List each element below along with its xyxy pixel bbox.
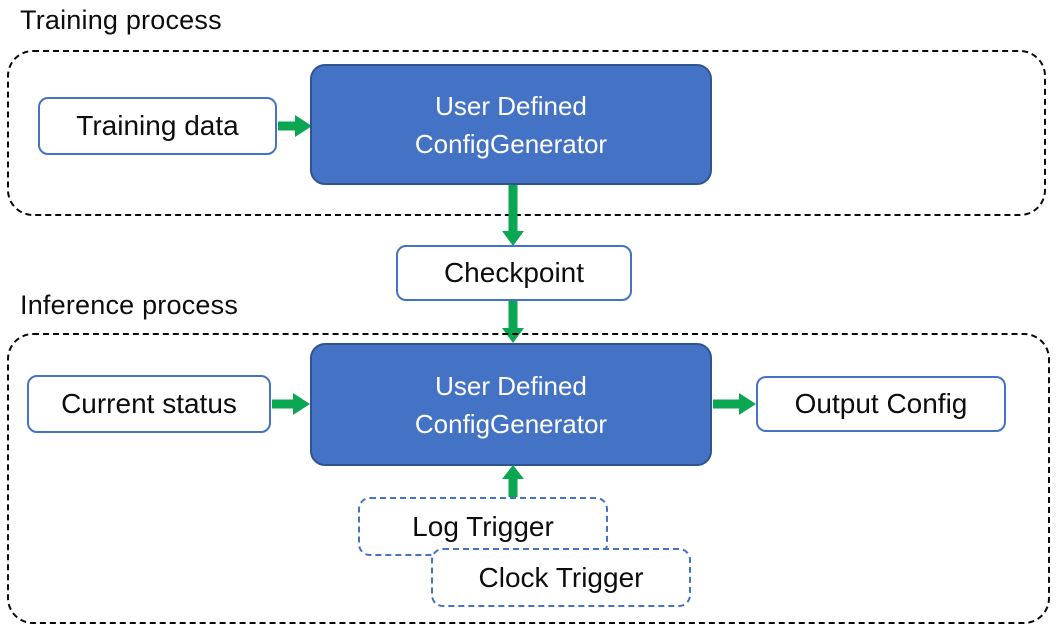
arrow-checkpoint-to-generator [502,301,524,343]
log-trigger-box: Log Trigger [358,497,608,556]
arrow-shaft [508,185,518,232]
training-generator-box: User Defined ConfigGenerator [310,64,712,185]
arrow-shaft [508,301,518,329]
training-process-container [7,50,1046,216]
arrow-head-icon [502,231,524,246]
training-data-label: Training data [76,110,239,141]
clock-trigger-box: Clock Trigger [431,548,691,607]
checkpoint-box: Checkpoint [396,245,632,301]
inference-generator-box: User Defined ConfigGenerator [310,343,712,466]
arrow-head-icon [502,328,524,343]
current-status-box: Current status [27,375,271,433]
arrow-triggers-to-generator [502,465,524,498]
inference-generator-line1: User Defined [435,370,587,401]
arrow-training-data-to-generator [278,115,312,137]
inference-process-label: Inference process [20,290,239,320]
arrow-shaft [713,399,741,409]
arrow-shaft [272,399,295,409]
arrow-shaft [278,121,297,131]
checkpoint-label: Checkpoint [443,257,585,288]
arrow-current-status-to-generator [272,393,310,415]
log-trigger-label: Log Trigger [412,510,554,542]
current-status-label: Current status [61,388,237,419]
training-generator-line2: ConfigGenerator [414,128,608,159]
arrow-head-icon [739,393,756,415]
arrow-head-icon [293,393,310,415]
output-config-box: Output Config [756,376,1006,432]
training-process-label: Training process [20,5,222,35]
inference-process-container [7,333,1050,624]
arrow-head-icon [295,115,312,137]
arrow-generator-to-checkpoint [502,185,524,246]
clock-trigger-label: Clock Trigger [478,561,644,593]
arrow-head-icon [502,465,524,479]
arrow-generator-to-output-config [713,393,756,415]
training-generator-line1: User Defined [435,90,587,121]
output-config-label: Output Config [794,388,968,419]
inference-generator-line2: ConfigGenerator [414,408,608,439]
arrow-shaft [508,478,518,498]
training-data-box: Training data [38,97,277,155]
